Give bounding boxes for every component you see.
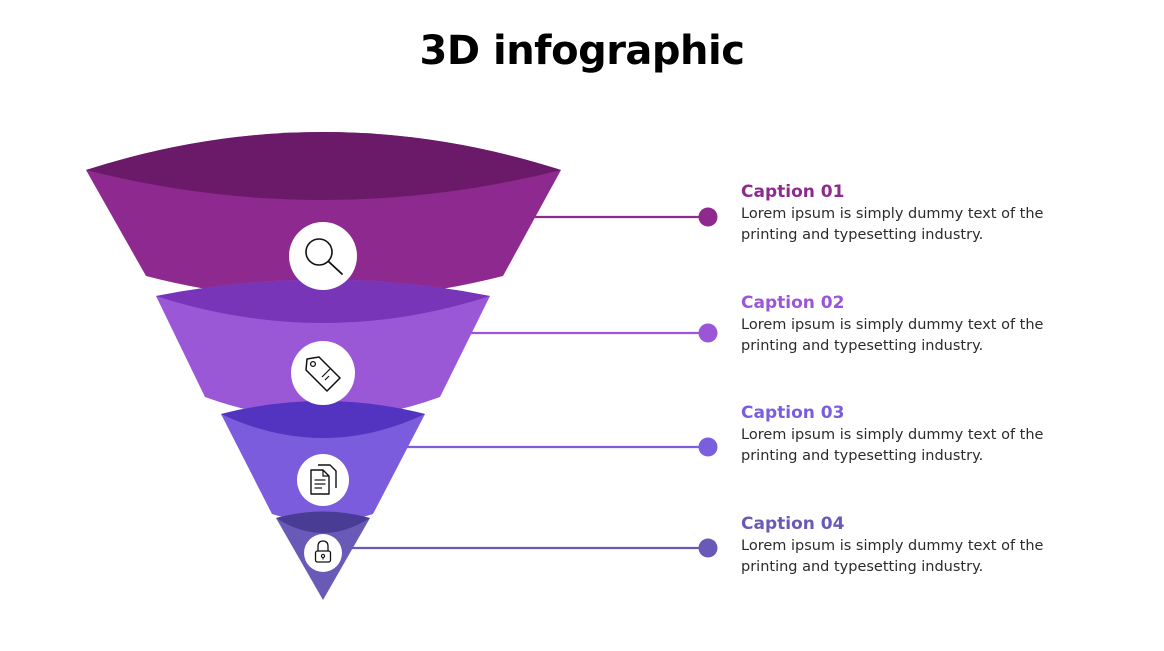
connector-dot-2 (698, 323, 718, 343)
connector-3 (405, 437, 718, 457)
caption-title-2: Caption 02 (741, 293, 845, 313)
connector-4 (348, 538, 718, 558)
funnel-level-1 (86, 132, 561, 299)
connector-2 (470, 323, 718, 343)
caption-block-3: Caption 03 Lorem ipsum is simply dummy t… (741, 402, 1141, 466)
connector-dot-3 (698, 437, 718, 457)
caption-title-1: Caption 01 (741, 182, 845, 202)
page-title: 3D infographic (419, 28, 745, 74)
documents-icon (297, 454, 349, 506)
caption-block-1: Caption 01 Lorem ipsum is simply dummy t… (741, 181, 1141, 245)
caption-text-4: Lorem ipsum is simply dummy text of the … (741, 538, 1044, 575)
caption-text-1: Lorem ipsum is simply dummy text of the … (741, 206, 1044, 243)
search-icon (289, 222, 357, 290)
caption-text-2: Lorem ipsum is simply dummy text of the … (741, 317, 1044, 354)
caption-title-3: Caption 03 (741, 403, 845, 423)
caption-text-3: Lorem ipsum is simply dummy text of the … (741, 427, 1044, 464)
caption-block-2: Caption 02 Lorem ipsum is simply dummy t… (741, 292, 1141, 356)
tag-icon (291, 341, 355, 405)
connector-dot-4 (698, 538, 718, 558)
lock-icon (304, 534, 342, 572)
connector-1 (535, 207, 718, 227)
caption-block-4: Caption 04 Lorem ipsum is simply dummy t… (741, 513, 1141, 577)
caption-title-4: Caption 04 (741, 514, 845, 534)
connector-dot-1 (698, 207, 718, 227)
